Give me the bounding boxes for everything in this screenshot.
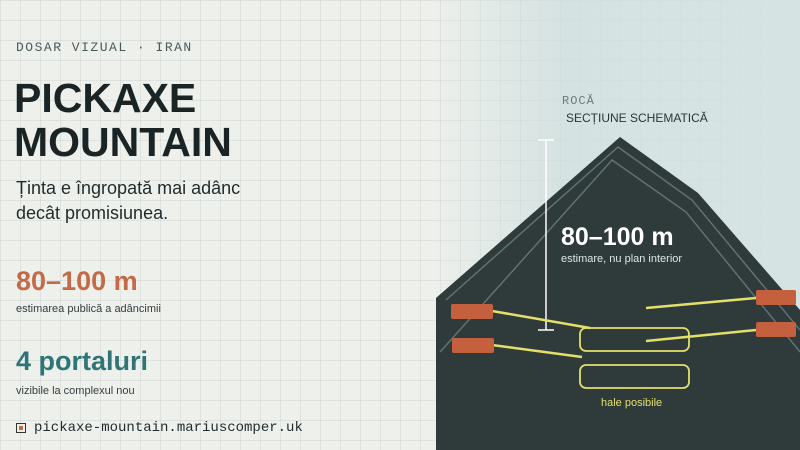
stat-portals-value: 4 portaluri <box>16 346 149 376</box>
mountain-body <box>436 137 800 450</box>
hall-outline <box>579 327 690 352</box>
stat-depth-value: 80–100 m <box>16 266 138 296</box>
tunnel-line <box>491 309 591 330</box>
section-label: SECȚIUNE SCHEMATICĂ <box>566 110 708 125</box>
link-square-icon <box>16 423 26 433</box>
tunnel-line <box>645 328 757 343</box>
tunnel-line <box>645 296 757 310</box>
kicker-label: DOSAR VIZUAL · IRAN <box>16 40 193 55</box>
hall-outline <box>579 364 690 389</box>
portal-marker <box>451 304 493 319</box>
portal-marker <box>452 338 494 353</box>
depth-caption-label: estimare, nu plan interior <box>561 253 682 265</box>
rock-label: ROCĂ <box>562 93 595 108</box>
source-link-text[interactable]: pickaxe-mountain.mariuscomper.uk <box>34 420 303 436</box>
lede-text: Ținta e îngropată mai adânc decât promis… <box>16 178 241 223</box>
halls-label: hale posibile <box>601 397 662 409</box>
stat-depth-caption: estimarea publică a adâncimii <box>16 303 161 315</box>
portal-marker <box>756 322 796 337</box>
page-title: PICKAXE MOUNTAIN <box>14 75 232 165</box>
portal-marker <box>756 290 796 305</box>
stat-portals-caption: vizibile la complexul nou <box>16 385 135 397</box>
mountain-contour-outer <box>445 146 800 331</box>
mountain-contour-inner <box>439 159 800 353</box>
source-link[interactable]: pickaxe-mountain.mariuscomper.uk <box>16 420 303 436</box>
depth-value-label: 80–100 m <box>561 223 674 251</box>
tunnel-line <box>491 343 583 359</box>
